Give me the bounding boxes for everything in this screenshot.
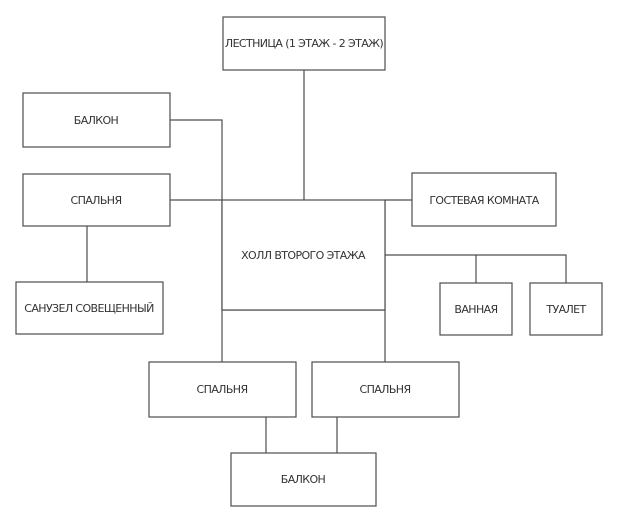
node-bath: ВАННАЯ (439, 282, 513, 336)
node-bathroom-combined-label: САНУЗЕЛ СОВЕЩЕННЫЙ (24, 302, 154, 315)
node-hall-label: ХОЛЛ ВТОРОГО ЭТАЖА (241, 249, 366, 262)
edge-balcony-top-hall (170, 119, 223, 200)
node-bath-label: ВАННАЯ (454, 303, 497, 316)
node-balcony-bottom-label: БАЛКОН (281, 473, 326, 486)
node-stairs: ЛЕСТНИЦА (1 ЭТАЖ - 2 ЭТАЖ) (222, 16, 386, 71)
node-bedroom-left-label: СПАЛЬНЯ (70, 194, 121, 207)
node-bathroom-combined: САНУЗЕЛ СОВЕЩЕННЫЙ (15, 281, 164, 335)
node-balcony-bottom: БАЛКОН (230, 452, 377, 507)
node-bedroom-bottom-left-label: СПАЛЬНЯ (196, 383, 247, 396)
node-bedroom-bottom-right: СПАЛЬНЯ (311, 361, 460, 418)
node-bedroom-left: СПАЛЬНЯ (22, 173, 171, 227)
edge-hall-bath-toilet (385, 254, 567, 283)
node-balcony-top: БАЛКОН (22, 92, 171, 148)
node-toilet-label: ТУАЛЕТ (545, 303, 586, 316)
node-guest-room: ГОСТЕВАЯ КОМНАТА (411, 172, 557, 227)
node-guest-room-label: ГОСТЕВАЯ КОМНАТА (429, 194, 539, 207)
node-bedroom-bottom-right-label: СПАЛЬНЯ (359, 383, 410, 396)
node-balcony-top-label: БАЛКОН (74, 114, 119, 127)
node-stairs-label: ЛЕСТНИЦА (1 ЭТАЖ - 2 ЭТАЖ) (225, 37, 383, 50)
node-toilet: ТУАЛЕТ (529, 282, 603, 336)
node-bedroom-bottom-left: СПАЛЬНЯ (148, 361, 297, 418)
node-hall: ХОЛЛ ВТОРОГО ЭТАЖА (221, 199, 386, 311)
